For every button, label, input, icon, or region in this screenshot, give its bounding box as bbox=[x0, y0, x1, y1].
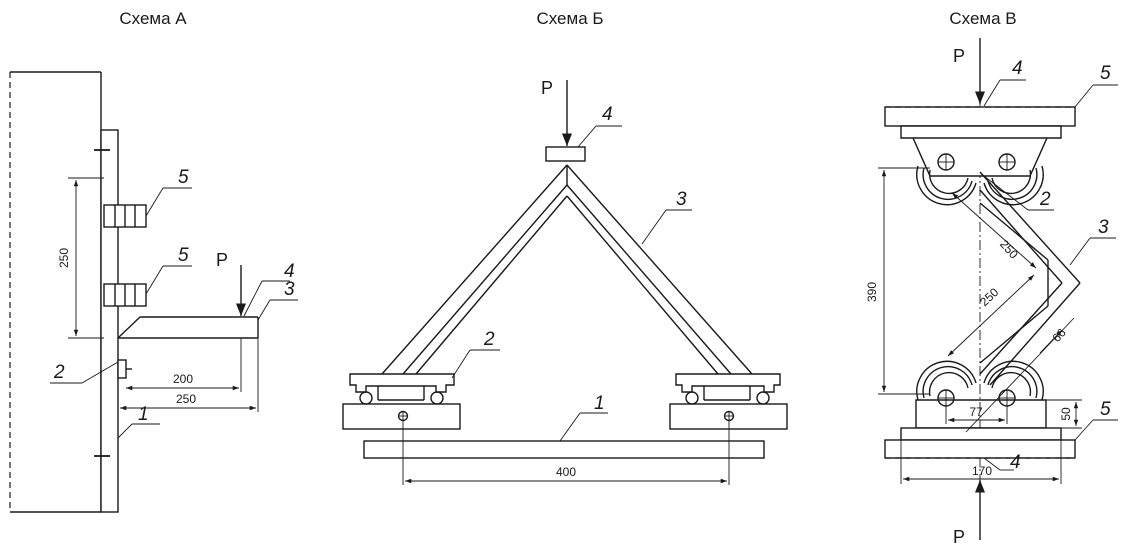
dim-b-span: 400 bbox=[402, 421, 730, 485]
title-scheme-b: Схема Б bbox=[536, 9, 603, 28]
label-v-5-top: 5 bbox=[1100, 63, 1111, 84]
dim-v-gap: 50 bbox=[1046, 399, 1082, 429]
wall bbox=[9, 71, 102, 513]
label-b-3: 3 bbox=[676, 189, 687, 210]
force-b: P bbox=[541, 78, 573, 146]
dim-a-height-label: 250 bbox=[57, 248, 71, 268]
dim-v-plate-label: 170 bbox=[972, 464, 992, 478]
title-scheme-a: Схема А bbox=[119, 9, 187, 28]
dim-v-diag-lower-label: 250 bbox=[977, 285, 1001, 309]
force-v-top: P bbox=[953, 38, 986, 104]
clamp-upper bbox=[103, 204, 147, 228]
label-v-4-bottom: 4 bbox=[1010, 452, 1021, 473]
label-v-3: 3 bbox=[1098, 217, 1109, 238]
dim-v-rollers: 77 bbox=[945, 405, 1008, 424]
dim-a-height: 250 bbox=[57, 177, 104, 339]
label-a-5-lower: 5 bbox=[178, 245, 189, 266]
dim-a-200: 200 bbox=[126, 338, 242, 392]
dim-v-diag-upper-label: 250 bbox=[997, 237, 1021, 261]
scheme-b: P 400 4 3 2 1 bbox=[342, 78, 788, 485]
dim-a-250: 250 bbox=[120, 338, 259, 412]
dim-a-200-label: 200 bbox=[173, 372, 193, 386]
dim-v-total: 390 bbox=[865, 167, 930, 395]
dim-v-gap-label: 50 bbox=[1059, 407, 1073, 421]
label-a-2: 2 bbox=[53, 362, 65, 383]
label-a-4: 4 bbox=[284, 261, 295, 282]
force-a: P bbox=[216, 250, 247, 316]
dim-v-total-label: 390 bbox=[865, 282, 879, 302]
label-a-3: 3 bbox=[284, 279, 295, 300]
scheme-a: 250 200 250 P 5 5 4 3 bbox=[9, 71, 298, 513]
arm bbox=[117, 316, 259, 339]
force-v-bottom-label: P bbox=[953, 527, 965, 547]
leaders-v bbox=[983, 79, 1118, 471]
bottom-plate-v bbox=[884, 427, 1076, 459]
dim-b-span-label: 400 bbox=[556, 465, 576, 479]
top-plate-v bbox=[884, 106, 1076, 177]
screws-b bbox=[397, 410, 735, 422]
rollers-lower bbox=[915, 360, 1047, 429]
force-v-top-label: P bbox=[953, 46, 965, 66]
dim-a-250-label: 250 bbox=[176, 392, 196, 406]
label-a-5-upper: 5 bbox=[178, 167, 189, 188]
dim-v-diag-lower: 250 bbox=[947, 274, 1035, 357]
label-v-5-bottom: 5 bbox=[1100, 399, 1111, 420]
base-beam bbox=[363, 440, 765, 459]
leaders-a bbox=[50, 187, 298, 439]
clamp-lower bbox=[103, 283, 147, 307]
scheme-v: P P 390 250 250 66 bbox=[865, 38, 1118, 547]
dim-v-diag-small-label: 66 bbox=[1049, 325, 1069, 345]
label-v-4-top: 4 bbox=[1012, 58, 1023, 79]
dim-v-rollers-label: 77 bbox=[969, 405, 983, 419]
top-plate bbox=[545, 146, 586, 162]
carriage-right bbox=[675, 373, 781, 405]
force-a-label: P bbox=[216, 250, 228, 270]
label-b-4: 4 bbox=[602, 104, 613, 125]
carriage-left bbox=[349, 373, 455, 405]
dim-v-plate: 170 bbox=[900, 440, 1062, 484]
pin bbox=[117, 359, 127, 379]
frame-post bbox=[94, 129, 119, 513]
force-b-label: P bbox=[541, 78, 553, 98]
force-v-bottom: P bbox=[953, 480, 986, 547]
a-frame bbox=[381, 164, 753, 375]
label-a-1: 1 bbox=[138, 404, 149, 425]
label-v-2: 2 bbox=[1039, 189, 1051, 210]
dim-v-diag-upper: 250 bbox=[951, 192, 1037, 269]
leaders-b bbox=[451, 125, 692, 442]
title-scheme-v: Схема В bbox=[949, 9, 1016, 28]
label-b-1: 1 bbox=[594, 393, 605, 414]
label-b-2: 2 bbox=[483, 329, 495, 350]
